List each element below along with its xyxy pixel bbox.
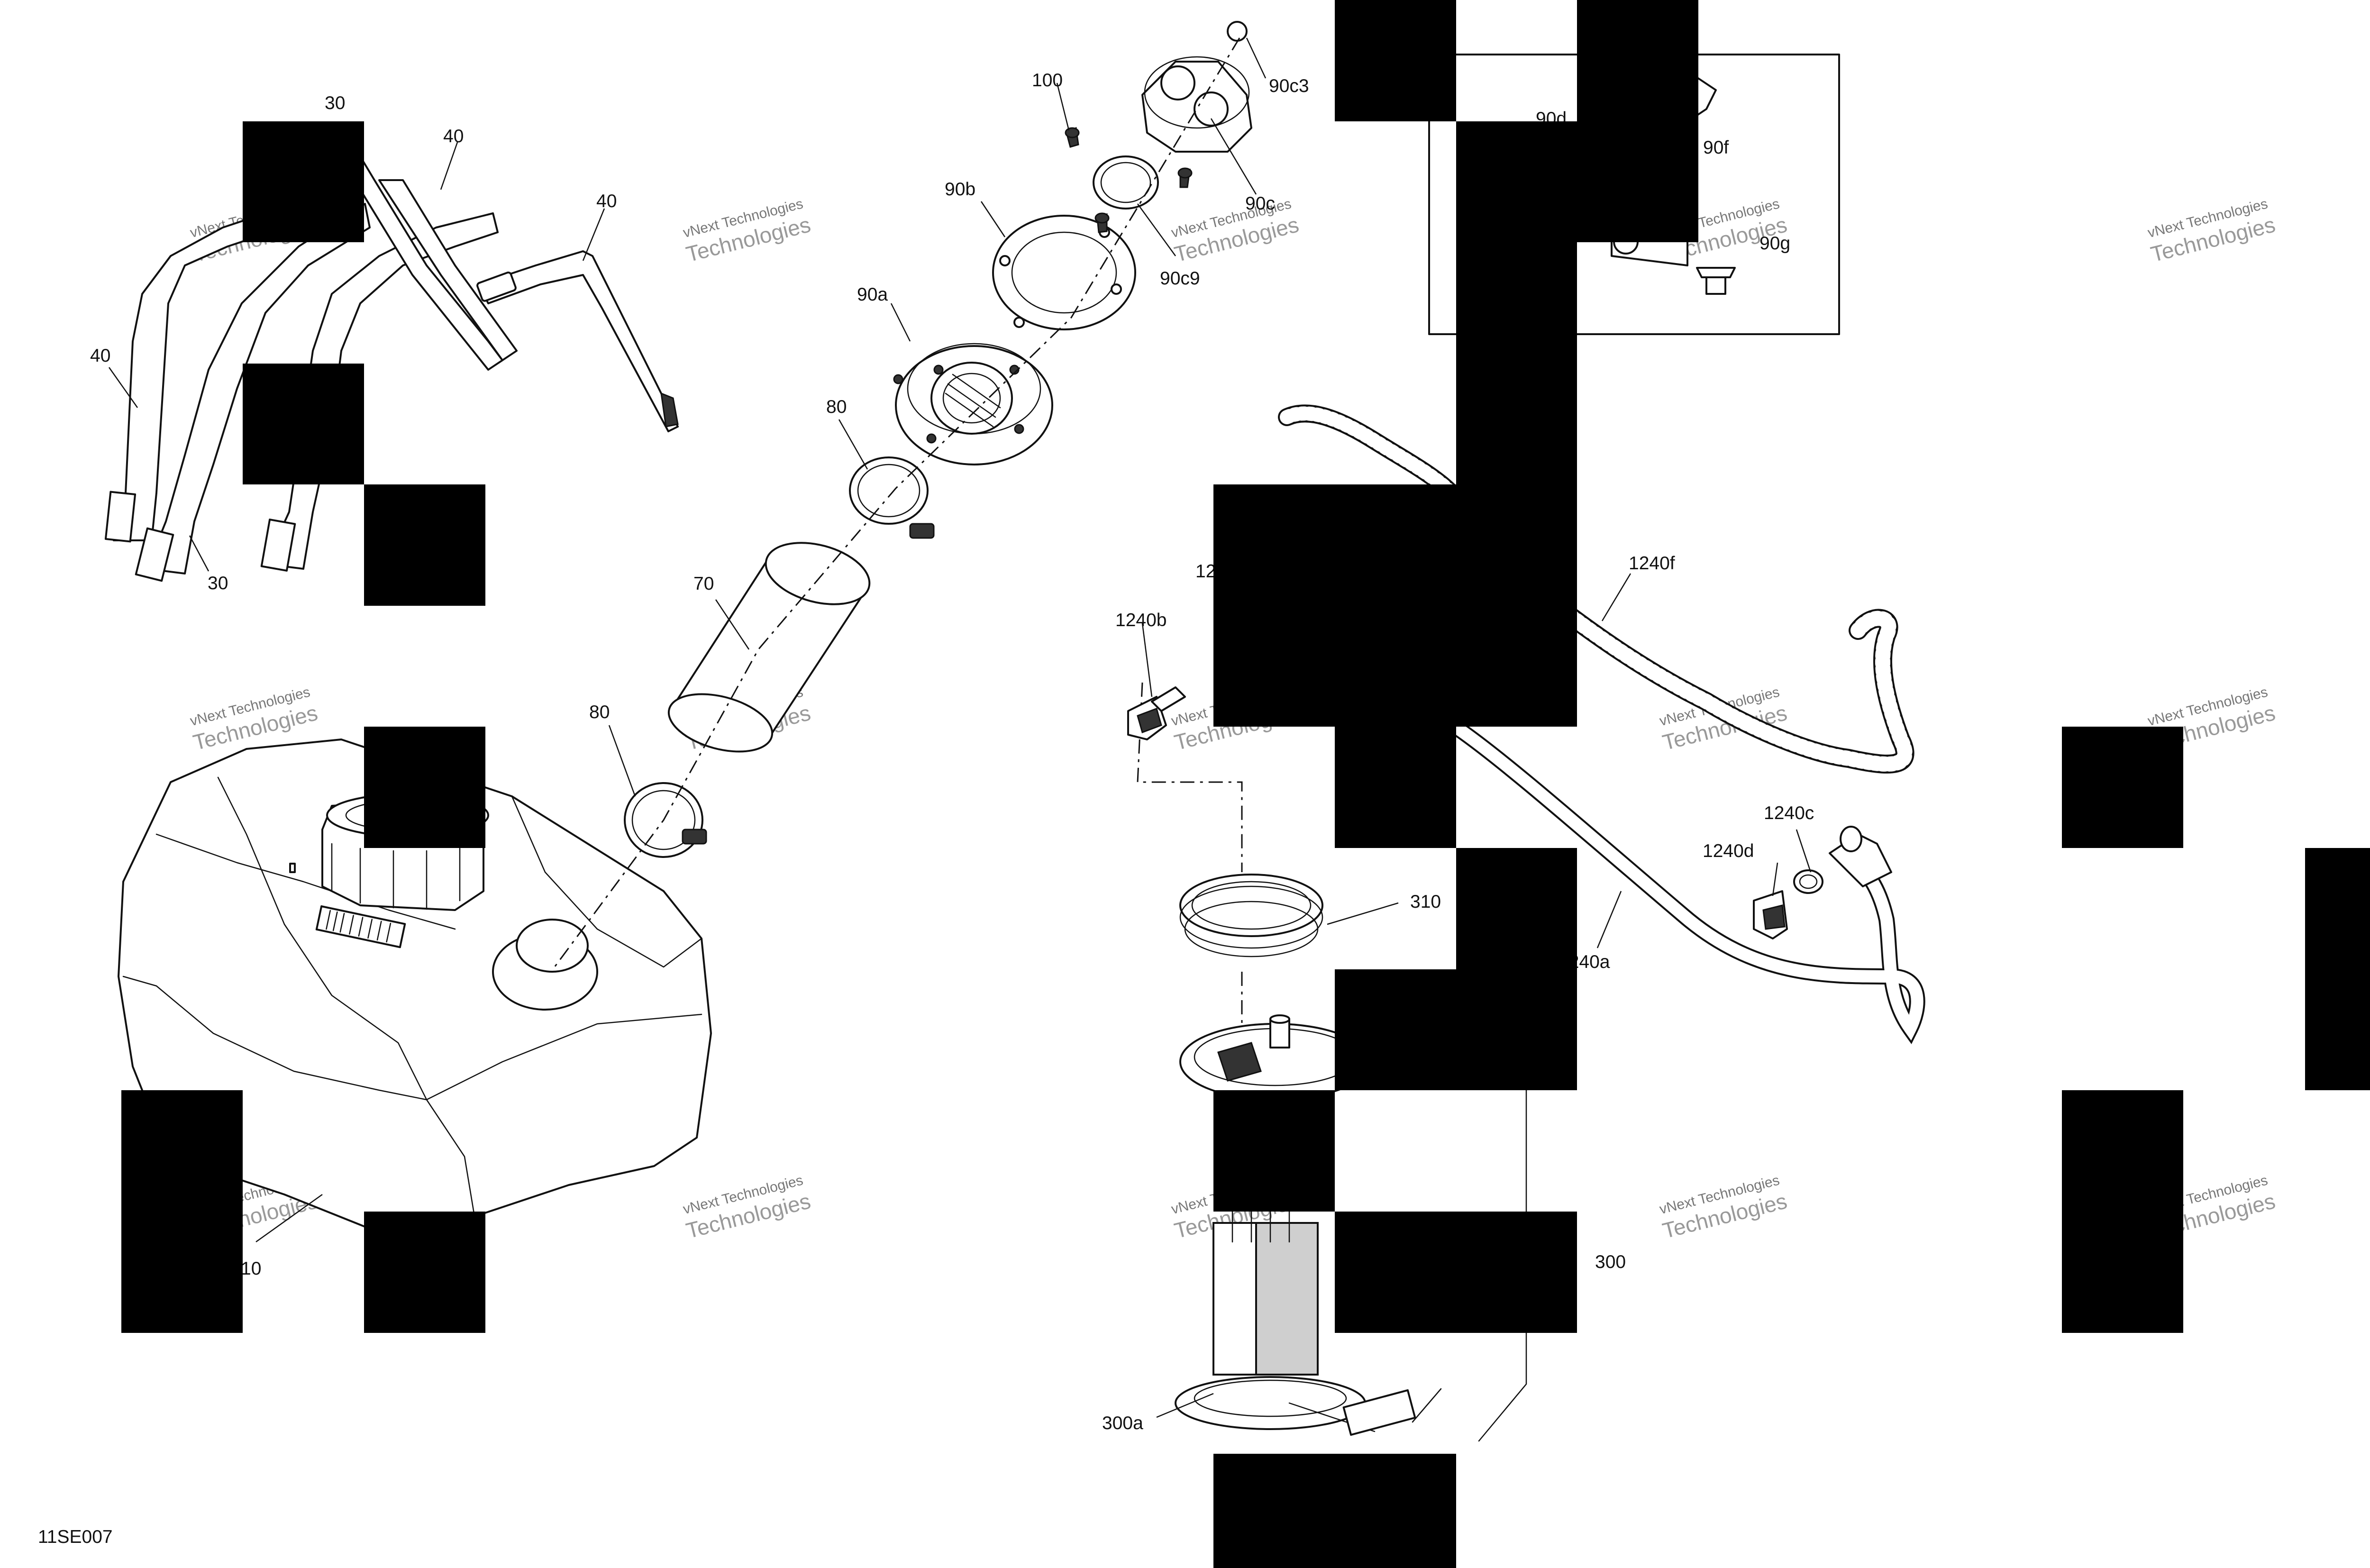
redaction-block [1213,1090,1335,1212]
callout-300a: 300a [1102,1413,1143,1433]
callout-70: 70 [693,574,714,594]
callout-12-partial: 12 [1195,561,1216,582]
callout-90c9: 90c9 [1160,268,1200,289]
redaction-block [364,1212,485,1333]
filler-cap-assembly [893,21,1252,465]
redaction-block [2305,848,2370,1090]
callout-310: 310 [1410,892,1441,912]
redaction-block [1335,1212,1577,1333]
redaction-block [1456,121,1577,364]
redaction-block [1335,969,1577,1090]
redaction-block [121,1090,243,1333]
callout-1240d: 1240d [1703,841,1754,861]
callout-90c: 90c [1245,193,1275,214]
callout-90g: 90g [1759,233,1790,254]
redaction-block [2062,1090,2183,1333]
tank-straps [104,155,679,582]
callout-10: 10 [241,1258,261,1279]
fuel-pump [1175,1014,1527,1442]
callout-1240b: 1240b [1115,610,1167,630]
redaction-block [364,484,485,606]
redaction-block [2062,727,2183,848]
redaction-block [1577,0,1698,242]
callout-90f: 90f [1703,137,1729,158]
callout-30-top: 30 [325,93,345,113]
callout-90c3: 90c3 [1269,76,1309,96]
redaction-block [1213,484,1456,727]
leader-lines [108,37,1812,1418]
callout-30-bottom: 30 [208,573,228,593]
vent-hoses [1127,404,1925,1044]
callout-100: 100 [1032,70,1063,91]
redaction-blocks [121,0,2370,1568]
callout-80-top: 80 [826,397,847,417]
redaction-block [364,727,485,848]
callout-40-a: 40 [443,126,464,146]
pump-seal-ring [1179,874,1323,957]
diagram-code: 11SE007 [38,1527,113,1547]
callout-80-bottom: 80 [589,702,610,722]
filler-hose-group [624,456,935,858]
callout-300: 300 [1595,1252,1626,1272]
redaction-block [1335,727,1456,848]
callout-40-left: 40 [90,346,110,366]
redaction-block [1456,364,1577,727]
callout-1240f: 1240f [1629,553,1675,574]
redaction-block [243,121,364,242]
redaction-block [1213,1454,1456,1568]
callout-1240c: 1240c [1764,803,1814,823]
redaction-block [243,364,364,484]
redaction-block [1335,0,1456,121]
callout-90a: 90a [857,284,888,305]
callout-90b: 90b [945,179,975,200]
callout-40-b: 40 [596,191,617,211]
redaction-block [1456,848,1577,969]
